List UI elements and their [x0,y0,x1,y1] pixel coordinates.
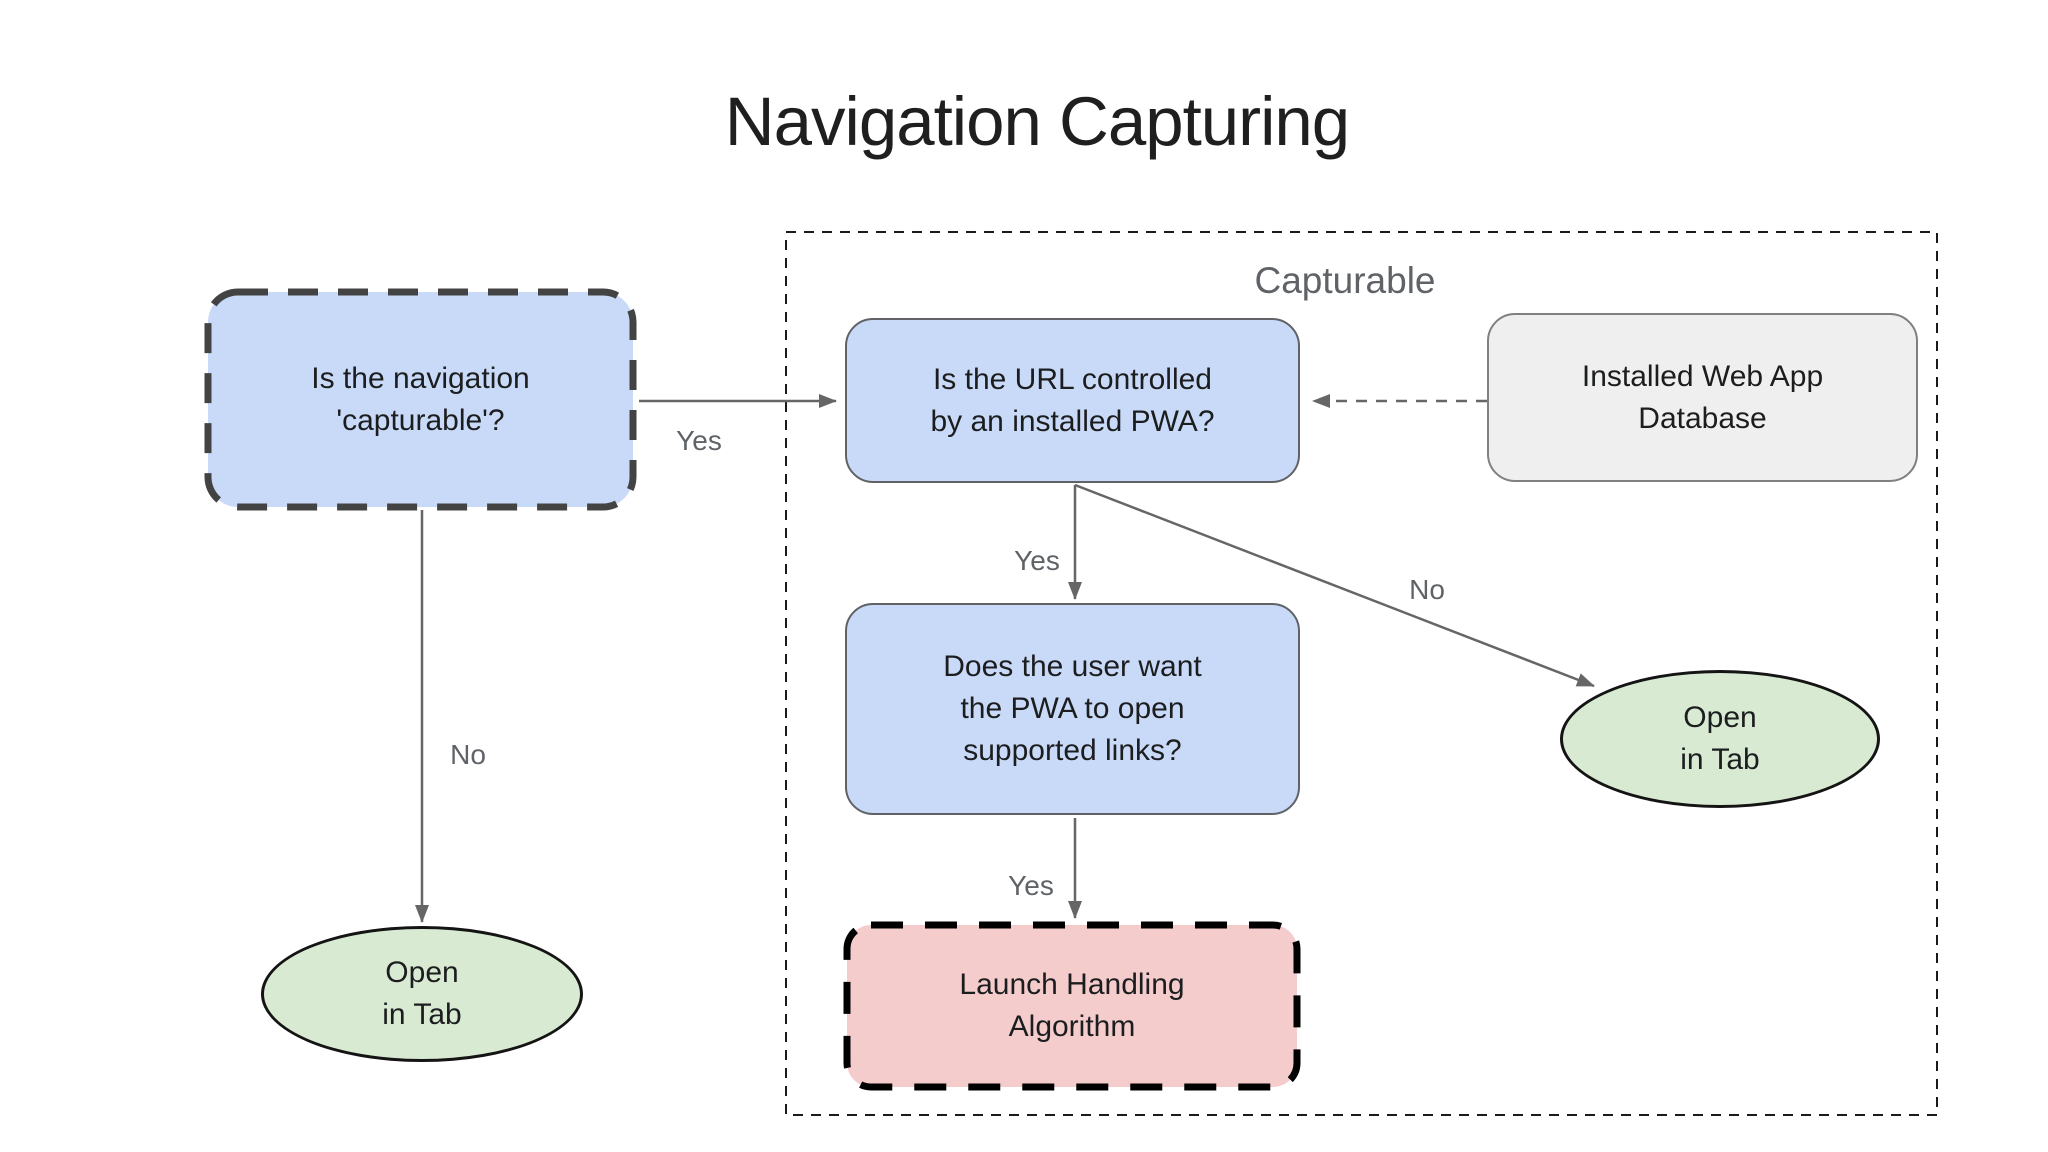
edge-label-url-no: No [1409,574,1445,605]
edge-label-start-no: No [450,739,486,770]
edge-label-start-yes: Yes [676,425,722,456]
node-launch-handling-algorithm: Launch Handling Algorithm [847,925,1297,1087]
diagram-title: Navigation Capturing [724,83,1350,160]
node-installed-web-app-database: Installed Web App Database [1487,313,1918,482]
capturable-group-label: Capturable [1254,260,1436,301]
edge-label-pref-yes: Yes [1008,870,1054,901]
node-is-navigation-capturable: Is the navigation 'capturable'? [208,292,633,507]
terminal-open-in-tab-left: Open in Tab [261,926,583,1062]
node-is-url-controlled-by-pwa: Is the URL controlled by an installed PW… [845,318,1300,483]
node-does-user-want-pwa-links: Does the user want the PWA to open suppo… [845,603,1300,815]
edge-label-url-yes: Yes [1014,545,1060,576]
terminal-open-in-tab-right: Open in Tab [1560,670,1880,808]
